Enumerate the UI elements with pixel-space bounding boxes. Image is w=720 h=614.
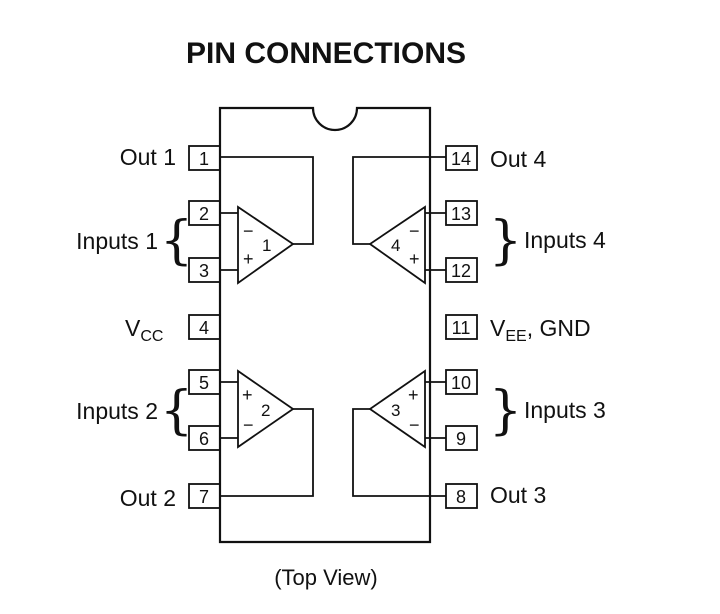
amplifier-1: − + 1 xyxy=(220,156,314,285)
pin-14-box xyxy=(445,145,478,171)
amp-3-number: 3 xyxy=(391,401,400,420)
pin-4-number: 4 xyxy=(199,318,209,338)
inputs-3-label: Inputs 3 xyxy=(524,397,606,423)
amplifier-3: + − 3 xyxy=(352,369,446,497)
left-pins: 1 2 3 4 5 6 7 xyxy=(188,145,221,509)
pin-5-number: 5 xyxy=(199,373,209,393)
amplifier-2: + − 2 xyxy=(220,369,314,497)
pin-1-number: 1 xyxy=(199,149,209,169)
right-pins: 14 13 12 11 10 9 8 xyxy=(445,145,478,509)
vee-main: V xyxy=(490,315,506,341)
vcc-main: V xyxy=(125,315,141,341)
amplifier-1-triangle xyxy=(237,205,295,285)
top-view-caption: (Top View) xyxy=(274,565,378,590)
amplifier-4: − + 4 xyxy=(352,156,446,285)
pin-14-number: 14 xyxy=(451,149,471,169)
pin-1-box xyxy=(188,145,221,171)
inputs-3-brace: } xyxy=(489,381,522,441)
amp-1-number: 1 xyxy=(262,236,271,255)
pin-8-number: 8 xyxy=(456,487,466,507)
pin-11-number: 11 xyxy=(452,318,471,338)
amp-3-top-sign: + xyxy=(408,385,419,405)
pin-11-label: VEE, GND xyxy=(490,315,591,345)
vee-subscript: EE xyxy=(505,328,526,345)
diagram-title: PIN CONNECTIONS xyxy=(186,37,466,70)
pin-13-number: 13 xyxy=(451,204,471,224)
pin-7-label: Out 2 xyxy=(120,485,176,511)
inputs-4-label: Inputs 4 xyxy=(524,227,606,253)
amplifier-2-triangle xyxy=(237,369,295,449)
amp-3-bottom-sign: − xyxy=(409,415,420,435)
amp-2-number: 2 xyxy=(261,401,270,420)
amp-4-top-sign: − xyxy=(409,221,420,241)
pin-6-number: 6 xyxy=(199,429,209,449)
pin-1-label: Out 1 xyxy=(120,144,176,170)
amplifier-3-triangle xyxy=(368,369,426,449)
inputs-1-label: Inputs 1 xyxy=(76,228,158,254)
pin-3-number: 3 xyxy=(199,261,209,281)
pin-9-number: 9 xyxy=(456,429,466,449)
amplifier-4-triangle xyxy=(368,205,426,285)
pin-11-box xyxy=(445,314,478,340)
pin-4-box xyxy=(188,314,221,340)
pin-12-number: 12 xyxy=(451,261,471,281)
package-body xyxy=(218,106,432,544)
pin-10-number: 10 xyxy=(451,373,471,393)
pin-7-number: 7 xyxy=(199,487,209,507)
amp-4-bottom-sign: + xyxy=(409,249,420,269)
vee-tail: , GND xyxy=(527,315,591,341)
pin-14-label: Out 4 xyxy=(490,146,546,172)
amp-1-bottom-sign: + xyxy=(243,249,254,269)
inputs-4-brace: } xyxy=(489,211,522,271)
pin-2-number: 2 xyxy=(199,204,209,224)
amp-4-number: 4 xyxy=(391,236,400,255)
inputs-2-label: Inputs 2 xyxy=(76,398,158,424)
inputs-1-brace: { xyxy=(160,211,193,271)
pin-4-label: VCC xyxy=(125,315,163,345)
vcc-subscript: CC xyxy=(140,328,163,345)
amp-1-top-sign: − xyxy=(243,221,254,241)
amp-2-top-sign: + xyxy=(242,385,253,405)
amp-2-bottom-sign: − xyxy=(243,415,254,435)
pin-8-label: Out 3 xyxy=(490,482,546,508)
inputs-2-brace: { xyxy=(160,381,193,441)
